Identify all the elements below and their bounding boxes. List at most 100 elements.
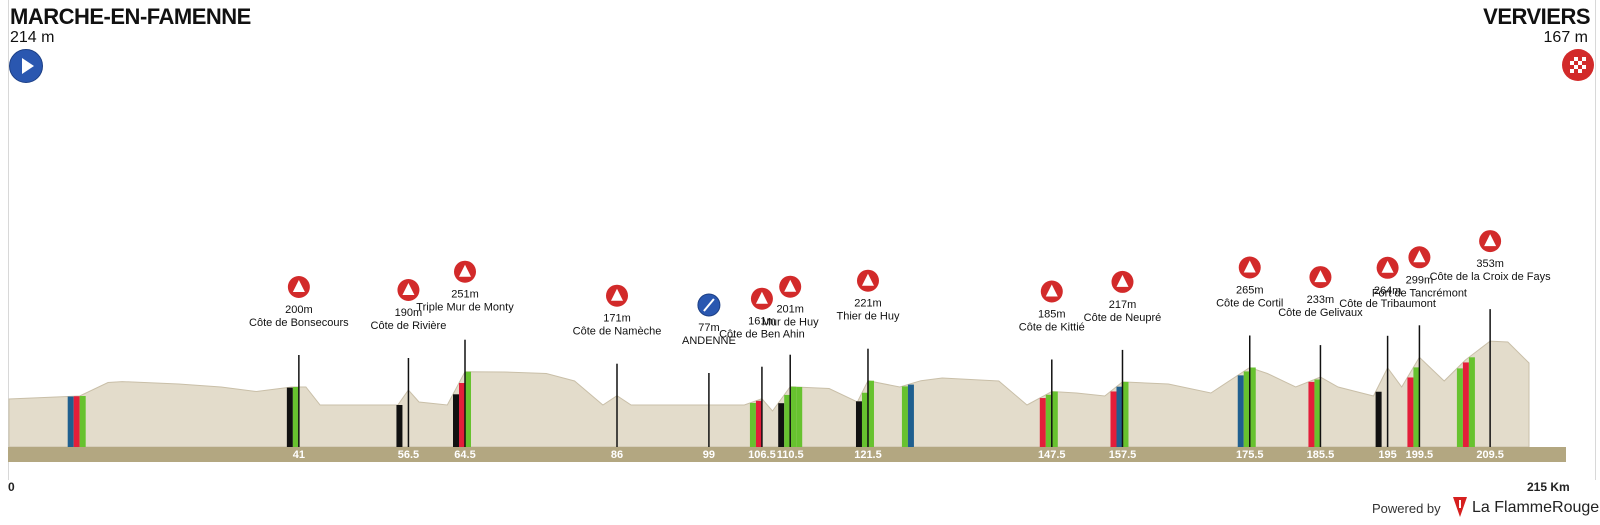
start-city: MARCHE-EN-FAMENNE (10, 4, 251, 29)
gradient-stripe-5-2 (790, 386, 797, 447)
gradient-stripe-10-2 (1249, 367, 1256, 447)
marker-name-10: Côte de Cortil (1216, 298, 1283, 310)
climb-mountain-2 (459, 264, 471, 277)
marker-altitude-2: 251m (451, 289, 479, 301)
km-label-8: 147.5 (1038, 449, 1066, 461)
sprint-slash-4 (703, 298, 715, 312)
marker-name-11: Côte de Gelivaux (1278, 307, 1363, 319)
gradient-stripe-2-0 (396, 405, 403, 447)
km-label-9: 157.5 (1109, 449, 1137, 461)
gradient-stripe-9-1 (1116, 386, 1123, 447)
gradient-stripe-14-2 (1468, 357, 1475, 447)
marker-name-5: Côte de Ben Ahin (719, 329, 805, 341)
flamme-rouge-logo-icon (1453, 497, 1467, 517)
marker-altitude-7: 221m (854, 298, 882, 310)
gradient-stripe-6-0 (855, 401, 862, 447)
gradient-stripe-3-0 (453, 394, 459, 447)
gradient-stripe-1-1 (292, 387, 299, 447)
gradient-stripe-3-1 (459, 383, 465, 447)
marker-altitude-0: 200m (285, 304, 313, 316)
marker-altitude-1: 190m (395, 307, 423, 319)
km-label-12: 195 (1378, 449, 1396, 461)
start-play-icon (9, 49, 43, 83)
marker-altitude-5: 161m (748, 316, 776, 328)
gradient-stripe-1-0 (286, 387, 293, 447)
gradient-stripe-0-2 (79, 396, 86, 447)
marker-name-2: Triple Mur de Monty (416, 302, 514, 314)
climb-mountain-10 (1243, 260, 1256, 273)
marker-altitude-8: 185m (1038, 309, 1066, 321)
gradient-stripe-0-0 (67, 396, 74, 447)
marker-name-6: Mur de Huy (762, 317, 819, 329)
marker-name-3: Côte de Namèche (573, 326, 662, 338)
gradient-stripe-6-1 (861, 392, 868, 447)
start-altitude: 214 m (10, 29, 55, 46)
gradient-stripe-5-0 (778, 403, 785, 447)
marker-altitude-11: 233m (1307, 294, 1335, 306)
marker-name-9: Côte de Neupré (1084, 312, 1162, 324)
marker-altitude-9: 217m (1109, 299, 1137, 311)
gradient-stripe-8-1 (1045, 394, 1052, 447)
km-label-1: 56.5 (398, 449, 419, 461)
km-label-13: 199.5 (1406, 449, 1434, 461)
km-label-5: 106.5 (748, 449, 776, 461)
marker-name-13: Fort de Tancrémont (1372, 287, 1467, 299)
gradient-stripe-14-1 (1462, 362, 1469, 447)
km-label-2: 64.5 (454, 449, 475, 461)
climb-mountain-0 (292, 280, 305, 292)
climb-mountain-11 (1314, 270, 1327, 283)
gradient-stripe-7-1 (907, 384, 914, 447)
gradient-stripe-13-0 (1407, 377, 1414, 447)
gradient-stripe-14-0 (1456, 368, 1463, 447)
axis-end-label: 215 Km (1527, 480, 1570, 494)
marker-name-12: Côte de Tribaumont (1339, 298, 1436, 310)
marker-altitude-6: 201m (776, 304, 804, 316)
gradient-stripe-5-1 (784, 394, 791, 447)
gradient-stripe-9-2 (1122, 381, 1129, 447)
climb-mountain-13 (1413, 250, 1426, 263)
marker-name-7: Thier de Huy (836, 311, 899, 323)
gradient-stripe-11-1 (1314, 379, 1321, 447)
gradient-stripe-11-0 (1308, 381, 1315, 447)
gradient-stripe-8-0 (1039, 398, 1046, 447)
climb-mountain-7 (861, 273, 874, 286)
gradient-stripe-8-2 (1051, 391, 1058, 447)
terrain-area (8, 340, 1530, 448)
axis-start-label: 0 (8, 480, 15, 494)
climb-mountain-1 (402, 283, 415, 295)
gradient-stripe-9-0 (1110, 391, 1117, 447)
climb-mountain-3 (611, 288, 623, 301)
climb-mountain-8 (1045, 284, 1058, 297)
marker-name-1: Côte de Rivière (371, 320, 447, 332)
gradient-stripe-10-1 (1243, 371, 1250, 447)
gradient-stripe-5-3 (796, 386, 803, 447)
climb-mountain-14 (1484, 234, 1497, 247)
km-label-10: 175.5 (1236, 449, 1264, 461)
marker-name-8: Côte de Kittié (1019, 322, 1085, 334)
brand-label: La FlammeRouge (1472, 499, 1600, 516)
gradient-stripe-4-0 (749, 402, 756, 447)
km-label-6: 110.5 (777, 449, 804, 461)
marker-altitude-10: 265m (1236, 285, 1264, 297)
powered-by-label: Powered by (1372, 501, 1441, 516)
km-label-14: 209.5 (1476, 449, 1504, 461)
climb-mountain-12 (1381, 260, 1394, 273)
finish-altitude: 167 m (1543, 29, 1588, 46)
gradient-stripe-6-2 (867, 380, 874, 447)
marker-name-4: ANDENNE (682, 335, 736, 347)
finish-flag-icon (1562, 49, 1594, 81)
gradient-stripe-3-2 (465, 371, 471, 447)
gradient-stripe-4-1 (755, 400, 762, 447)
km-label-0: 41 (293, 449, 305, 461)
profile-frame (8, 0, 1596, 480)
marker-altitude-13: 299m (1406, 274, 1434, 286)
km-label-3: 86 (611, 449, 623, 461)
gradient-stripe-7-0 (901, 386, 908, 447)
gradient-stripe-10-0 (1237, 375, 1244, 447)
marker-name-14: Côte de la Croix de Fays (1430, 271, 1552, 283)
km-baseline (8, 447, 1566, 462)
gradient-stripe-13-1 (1413, 367, 1420, 447)
marker-altitude-4: 77m (698, 322, 719, 334)
climb-mountain-6 (784, 279, 797, 292)
